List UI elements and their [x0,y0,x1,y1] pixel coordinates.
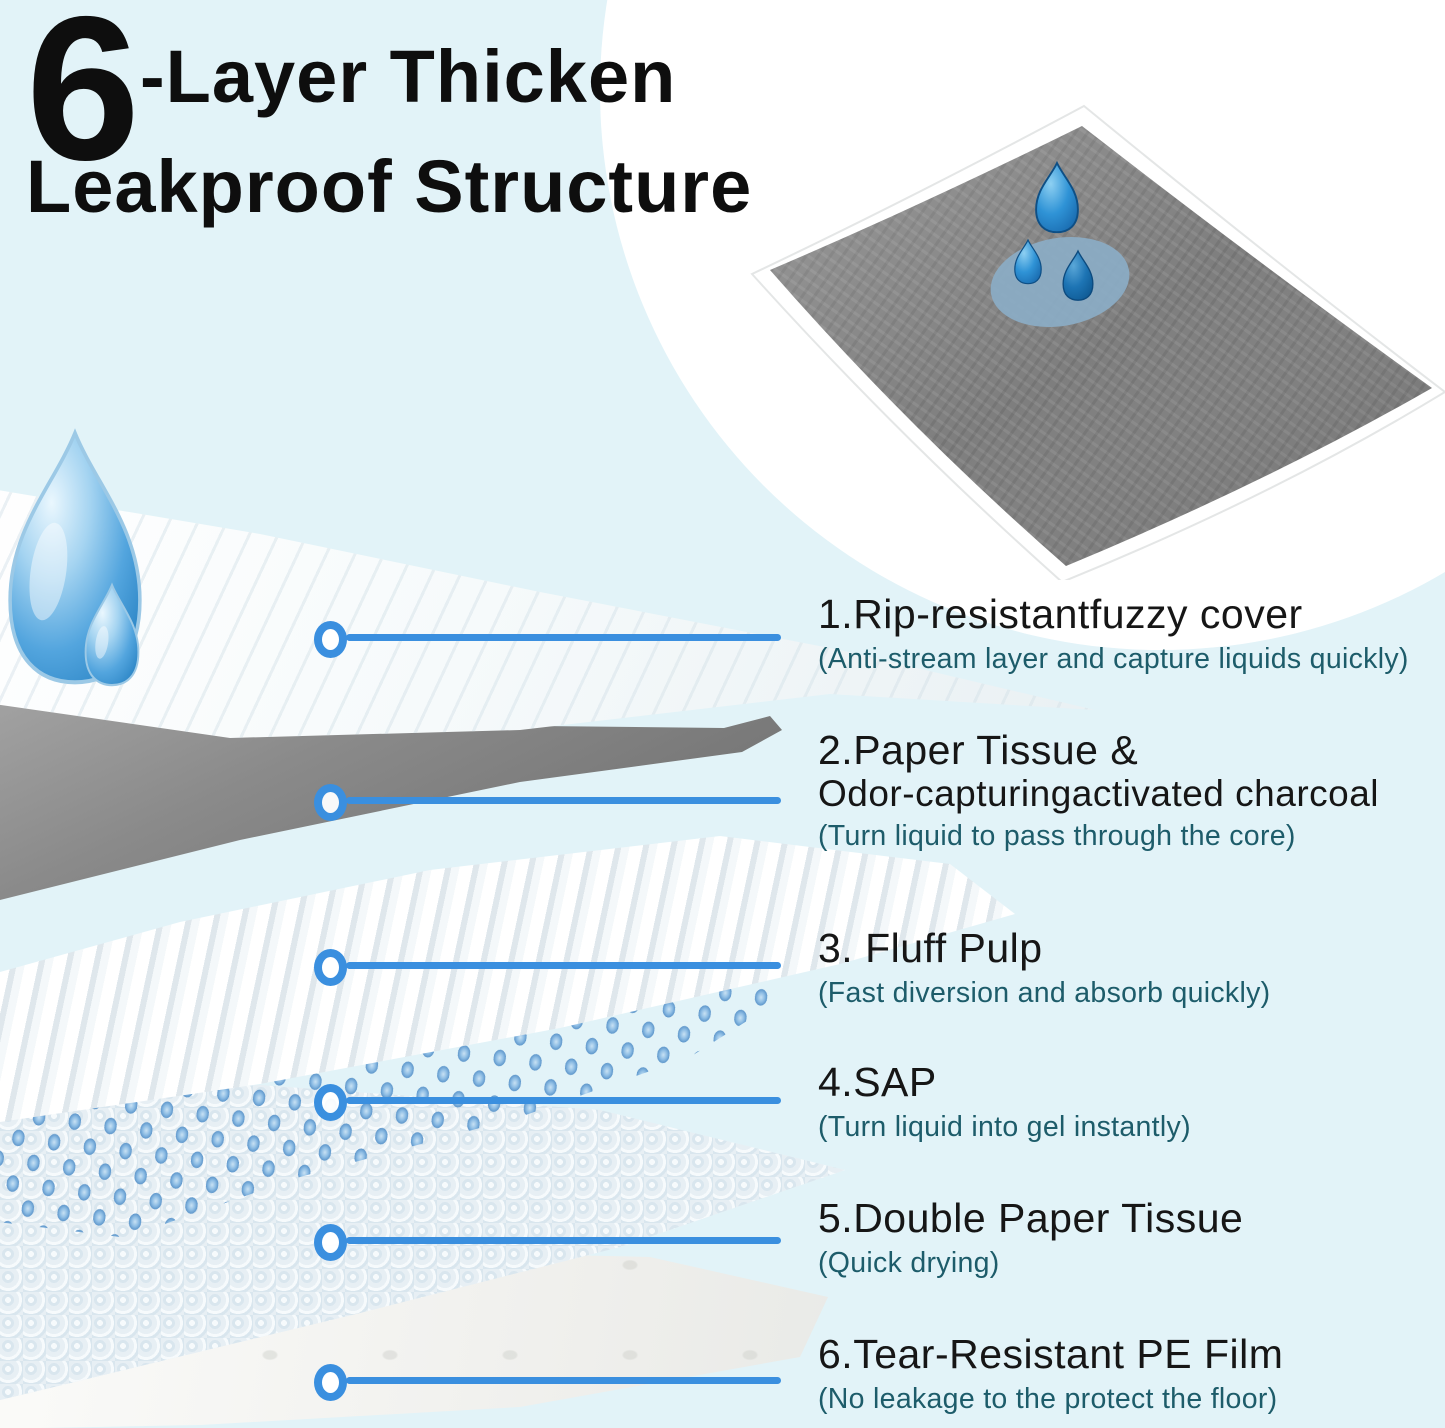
annotation-1-desc: (Anti-stream layer and capture liquids q… [818,642,1409,675]
annotation-1: 1.Rip-resistantfuzzy cover (Anti-stream … [818,591,1409,678]
leader-line-1 [314,621,781,658]
water-drop-icon [1014,238,1042,285]
annotation-4: 4.SAP (Turn liquid into gel instantly) [818,1059,1191,1146]
annotation-4-title: 4.SAP [818,1059,937,1105]
annotation-1-title: 1.Rip-resistantfuzzy cover [818,591,1303,637]
annotation-5: 5.Double Paper Tissue (Quick drying) [818,1195,1244,1282]
leader-dot-icon [314,784,347,821]
water-drop-icon [1062,249,1094,301]
leader-dot-icon [314,949,347,986]
leader-line-3 [314,949,781,986]
annotation-2-title: 2.Paper Tissue & [818,727,1139,773]
title-text-line2: Leakproof Structure [26,145,753,229]
water-drop-icon [84,582,140,687]
leader-line-5 [314,1224,781,1261]
annotation-3-desc: (Fast diversion and absorb quickly) [818,976,1271,1009]
water-drops-illustration [8,428,142,687]
annotation-6-desc: (No leakage to the protect the floor) [818,1382,1278,1415]
annotation-3-title: 3. Fluff Pulp [818,925,1043,971]
title-text-line1: -Layer Thicken [140,34,677,118]
leader-line-4 [314,1084,781,1121]
leader-line-6 [314,1364,781,1401]
pee-pad-illustration [750,104,1445,580]
annotation-2-desc: (Turn liquid to pass through the core) [818,819,1296,852]
water-drop-icon [1035,160,1079,234]
title-number: 6 [26,0,140,203]
annotation-5-title: 5.Double Paper Tissue [818,1195,1244,1241]
annotation-3: 3. Fluff Pulp (Fast diversion and absorb… [818,925,1271,1012]
leader-dot-icon [314,1084,347,1121]
annotation-6-title: 6.Tear-Resistant PE Film [818,1331,1284,1377]
leader-dot-icon [314,1224,347,1261]
annotation-2: 2.Paper Tissue & Odor-capturingactivated… [818,727,1380,854]
leader-dot-icon [314,1364,347,1401]
page-title: 6 -Layer Thicken Leakproof Structure [26,0,753,229]
annotation-2-title2: Odor-capturingactivated charcoal [818,772,1380,814]
annotation-6: 6.Tear-Resistant PE Film (No leakage to … [818,1331,1284,1418]
annotation-5-desc: (Quick drying) [818,1246,1000,1279]
title-row-1: 6 -Layer Thicken [26,0,752,203]
annotation-4-desc: (Turn liquid into gel instantly) [818,1110,1191,1143]
leader-line-2 [314,784,781,821]
leader-dot-icon [314,621,347,658]
